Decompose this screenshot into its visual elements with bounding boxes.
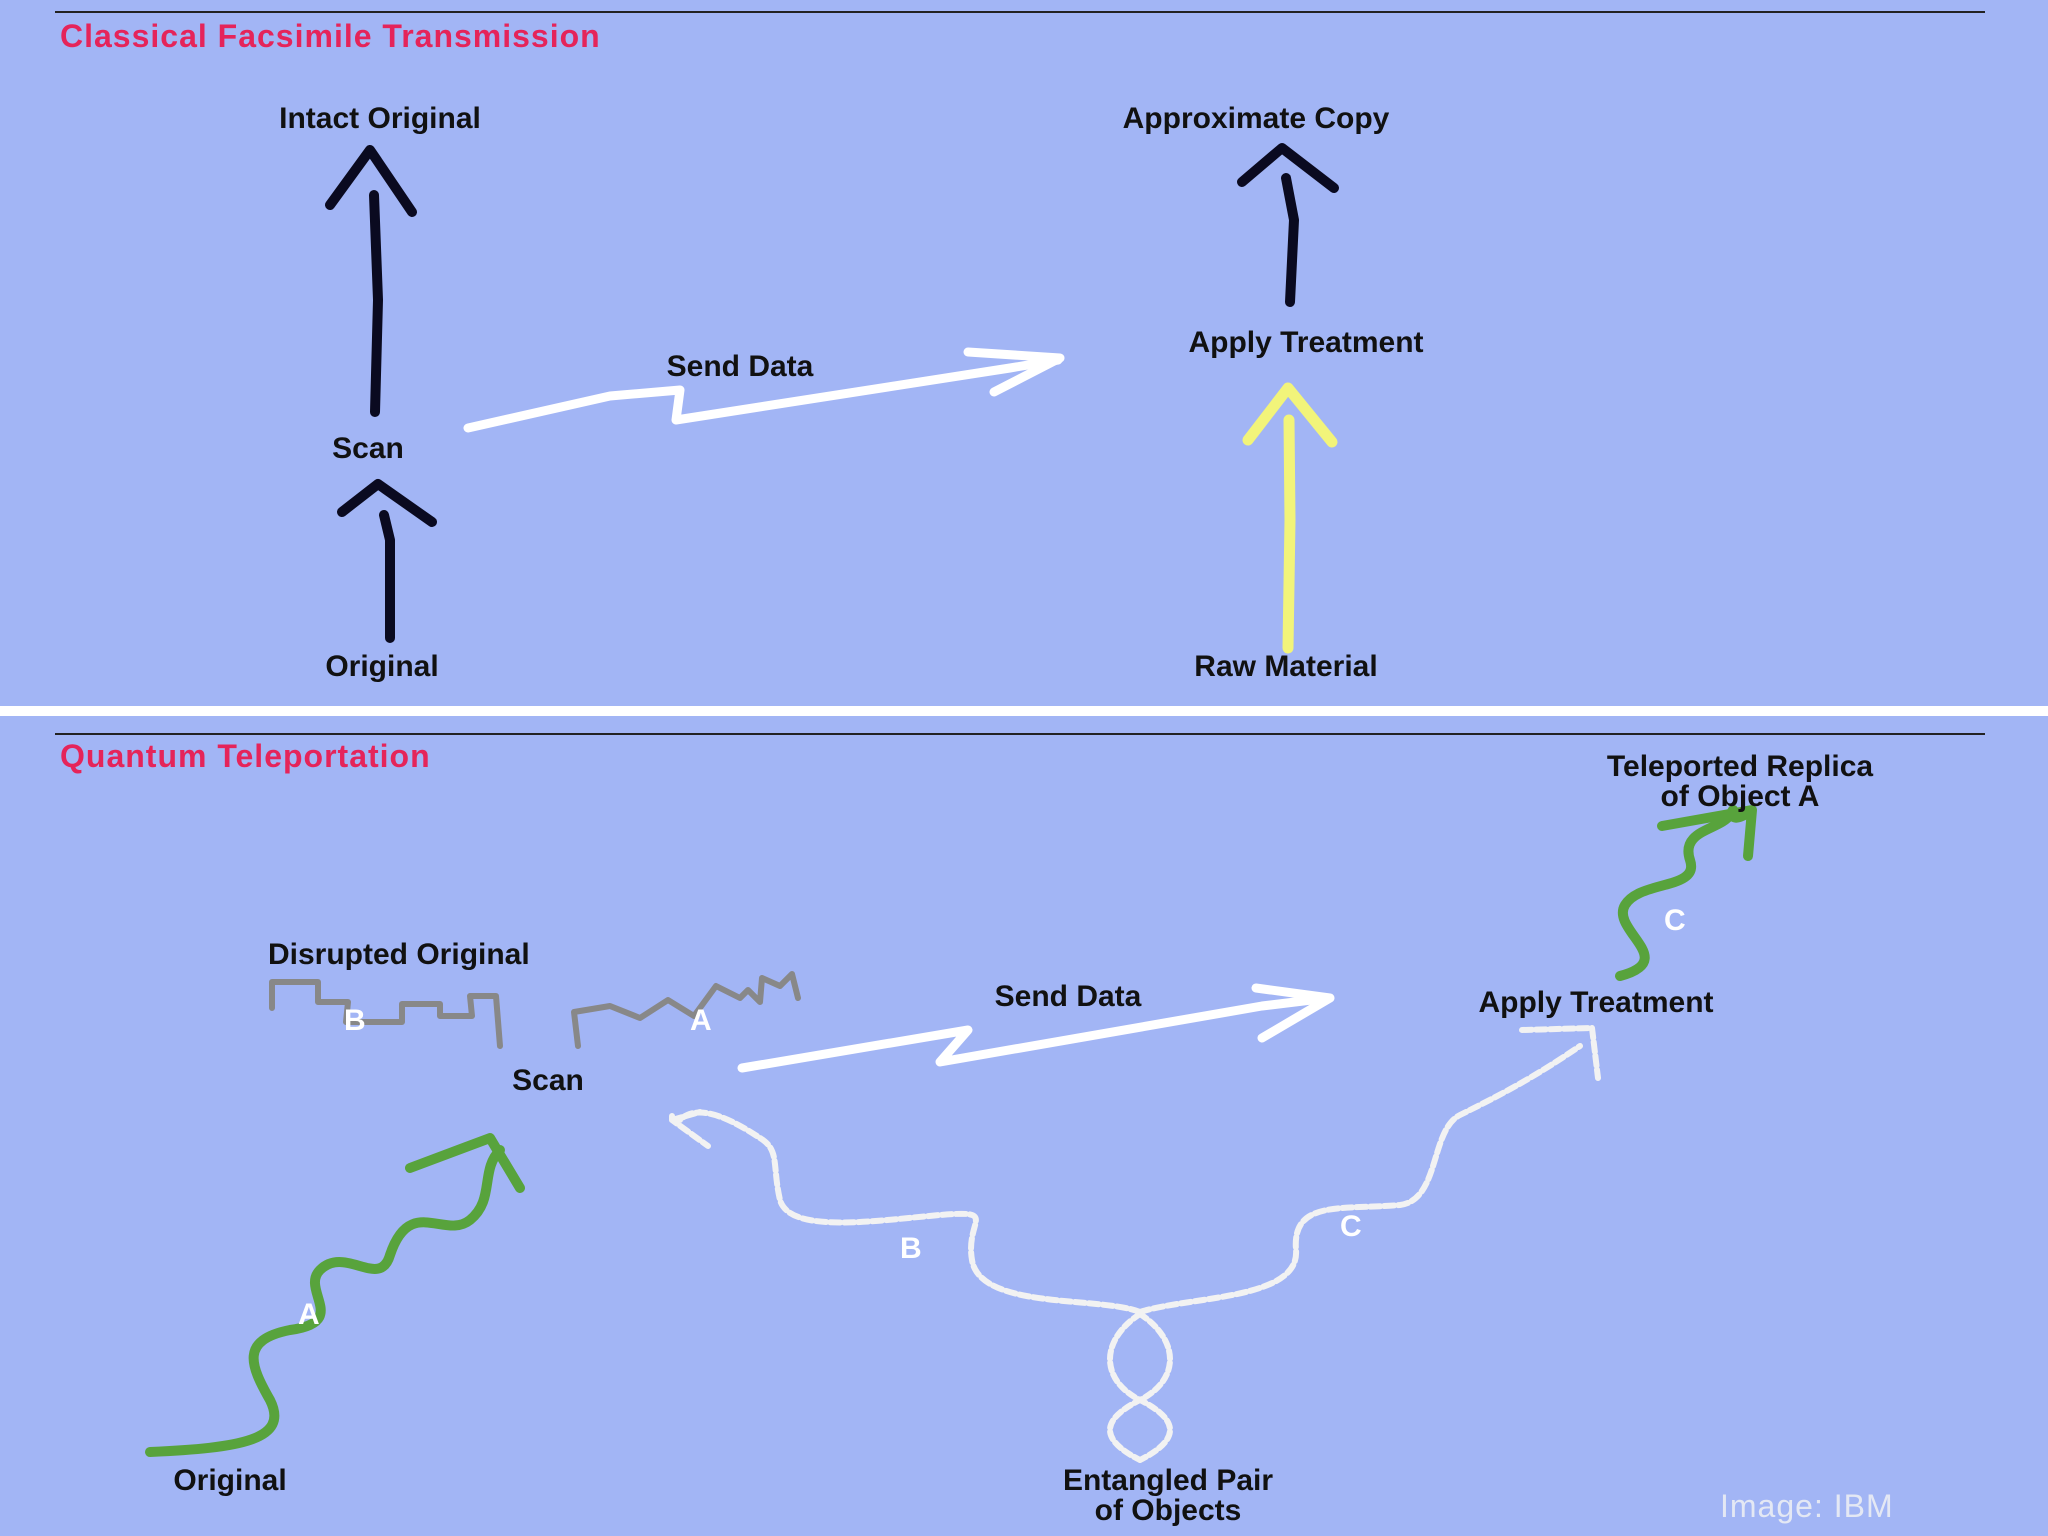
label-approximate-copy: Approximate Copy [1123, 104, 1390, 134]
arrow-original-to-scan [384, 515, 390, 638]
squiggle-disrupted-b [272, 982, 500, 1046]
squiggle-disrupted-a [574, 974, 798, 1046]
section-divider [0, 706, 2048, 716]
arrow-raw-to-treatment [1288, 420, 1290, 648]
label-original-classical: Original [325, 652, 438, 682]
label-teleported-replica-line2: of Object A [1607, 782, 1873, 812]
label-original-quantum: Original [173, 1466, 286, 1496]
label-entangled-pair-line1: Entangled Pair [1063, 1466, 1273, 1496]
tag-a-disrupted: A [690, 1006, 712, 1036]
arrow-entangled-c [1140, 1046, 1580, 1312]
label-intact-original: Intact Original [279, 104, 481, 134]
label-raw-material: Raw Material [1194, 652, 1377, 682]
tag-c-replica: C [1664, 906, 1686, 936]
quantum-section-title: Quantum Teleportation [60, 740, 431, 772]
classical-section-title: Classical Facsimile Transmission [60, 20, 601, 52]
arrowhead-send-data-quantum [1256, 988, 1330, 1038]
arrow-replica-c [1620, 810, 1750, 976]
arrow-entangled-b [680, 1113, 1140, 1312]
classical-arrows [330, 148, 1334, 648]
tag-b-entangled: B [900, 1234, 922, 1264]
arrow-scan-to-intact [374, 195, 378, 412]
label-apply-treatment-quantum: Apply Treatment [1478, 988, 1713, 1018]
quantum-arrows [150, 810, 1752, 1460]
label-send-data-quantum: Send Data [995, 982, 1142, 1012]
tag-a-original: A [298, 1300, 320, 1330]
arrowhead-entangled-b [672, 1112, 708, 1146]
arrow-treatment-to-copy [1286, 178, 1294, 302]
tag-c-entangled: C [1340, 1212, 1362, 1242]
label-apply-treatment-classical: Apply Treatment [1188, 328, 1423, 358]
arrowhead-original-a [410, 1138, 520, 1188]
label-scan-classical: Scan [332, 434, 404, 464]
label-entangled-pair: Entangled Pair of Objects [1063, 1466, 1273, 1526]
tag-b-disrupted: B [344, 1006, 366, 1036]
label-scan-quantum: Scan [512, 1066, 584, 1096]
label-entangled-pair-line2: of Objects [1063, 1496, 1273, 1526]
label-teleported-replica-line1: Teleported Replica [1607, 752, 1873, 782]
label-send-data-classical: Send Data [667, 352, 814, 382]
arrowhead-entangled-c [1522, 1028, 1598, 1078]
image-credit: Image: IBM [1720, 1490, 1894, 1522]
label-teleported-replica: Teleported Replica of Object A [1607, 752, 1873, 812]
arrow-original-a [150, 1150, 500, 1452]
label-disrupted-original: Disrupted Original [268, 940, 530, 970]
